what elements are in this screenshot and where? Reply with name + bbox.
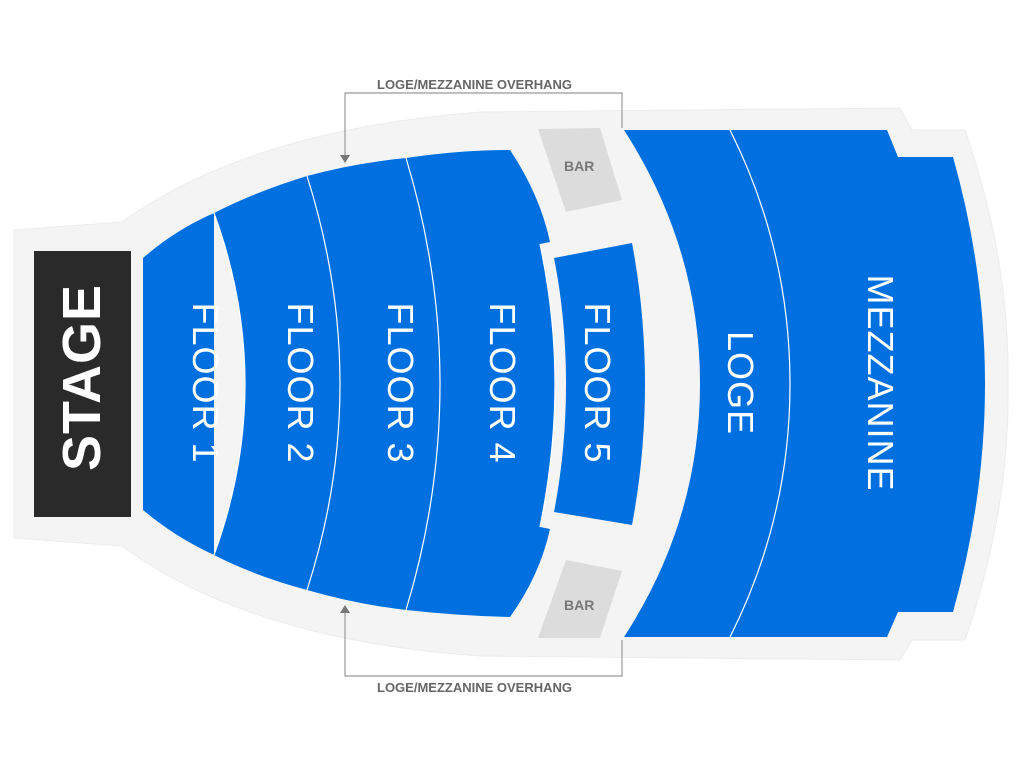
section-floor-2[interactable]	[214, 176, 340, 590]
floor-5-label: FLOOR 5	[577, 302, 618, 464]
section-floor-4[interactable]	[406, 150, 555, 617]
floor-4-label: FLOOR 4	[482, 302, 523, 464]
section-loge[interactable]	[624, 130, 790, 637]
floor-1-label: FLOOR 1	[185, 302, 226, 464]
stage	[34, 251, 131, 517]
floor-2-label: FLOOR 2	[280, 302, 321, 464]
section-floor-1[interactable]	[143, 213, 214, 555]
bar-bottom-label: BAR	[564, 597, 595, 613]
section-floor-5[interactable]	[554, 243, 645, 525]
section-mezzanine[interactable]	[730, 130, 985, 637]
mezzanine-label: MEZZANINE	[860, 274, 901, 492]
overhang-label-bottom: LOGE/MEZZANINE OVERHANG	[377, 680, 573, 695]
floor-3-label: FLOOR 3	[380, 302, 421, 464]
section-floor-3[interactable]	[307, 158, 440, 610]
bar-bottom	[538, 560, 622, 638]
stage-label: STAGE	[52, 283, 112, 471]
bar-top	[538, 128, 622, 212]
overhang-label-top: LOGE/MEZZANINE OVERHANG	[377, 77, 573, 92]
loge-label: LOGE	[720, 330, 761, 436]
bar-top-label: BAR	[564, 158, 595, 174]
